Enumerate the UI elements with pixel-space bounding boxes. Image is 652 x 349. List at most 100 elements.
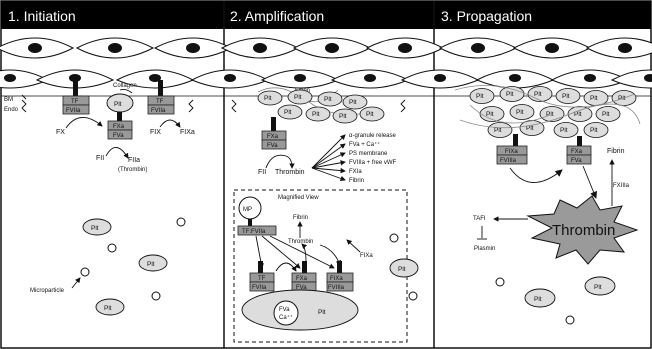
effect-label: FVa + Ca⁺⁺ — [349, 141, 380, 148]
fibrin-strand — [469, 104, 551, 124]
plt-label-free: Plt — [91, 225, 99, 232]
p3-plt-free-2: Plt — [594, 284, 602, 291]
platelet — [342, 94, 368, 110]
thrombin-burst — [526, 195, 639, 265]
nucleus — [28, 43, 42, 53]
mv-fva-label: FVa — [296, 285, 307, 291]
platelet-label: Plt — [602, 111, 610, 118]
platelet-label: Plt — [590, 127, 598, 134]
panel-initiation: BM Endo TF FVIIa Plt Collagen FXa FVa TF… — [4, 80, 195, 316]
platelet-label: Plt — [312, 111, 320, 118]
nucleus — [434, 74, 446, 82]
nucleus — [4, 74, 16, 82]
nucleus — [471, 43, 485, 53]
platelet-label: Plt — [349, 99, 357, 106]
mv-ca-label: Ca⁺⁺ — [279, 314, 293, 321]
bm-label: BM — [4, 97, 13, 103]
collagen-label: Collagen — [113, 83, 137, 89]
p3-fxa-label: FXa — [571, 149, 583, 155]
platelet — [555, 88, 581, 104]
plasmin-label: Plasmin — [474, 246, 495, 252]
fx-label: FX — [56, 129, 65, 136]
nucleus — [186, 43, 200, 53]
platelet — [499, 86, 525, 102]
mv-fva-ca-label: FVa — [279, 307, 290, 313]
effect-label: PS membrane — [349, 151, 388, 157]
platelet — [469, 88, 495, 104]
endothelial-cell — [610, 69, 652, 89]
p3-plt-free: Plt — [534, 296, 542, 303]
plt-label-free-3: Plt — [104, 305, 112, 312]
effect-arrow — [311, 160, 346, 169]
platelet — [509, 104, 535, 120]
tf-fviia-label: TF:FVIIa — [242, 229, 266, 235]
p3-fibrin-label: Fibrin — [607, 148, 625, 155]
microparticle-label: Microparticle — [30, 288, 65, 294]
platelet — [539, 106, 565, 122]
effect-arrow — [311, 143, 346, 169]
platelet-label: Plt — [534, 91, 542, 98]
nucleus — [584, 74, 596, 82]
p2-thrombin-label: Thrombin — [275, 169, 305, 176]
fibrin-strand — [459, 103, 641, 129]
platelet — [583, 122, 609, 138]
fii-label: FII — [96, 155, 104, 162]
magnified-platelet — [241, 289, 359, 331]
mv-fviia-label: FVIIa — [252, 285, 267, 291]
header-bar — [1, 1, 651, 29]
thrombin-paren-label: (Thrombin) — [118, 167, 147, 173]
effect-label: FXIa — [349, 169, 362, 175]
mv-fxa-label: FXa — [296, 276, 308, 282]
platelet-label: Plt — [264, 95, 272, 102]
tf-label-2: TF — [156, 99, 164, 105]
plt-label: Plt — [114, 101, 122, 108]
effect-arrow — [311, 152, 346, 169]
tafi-label: TAFI — [473, 216, 486, 222]
fva-label: FVa — [113, 133, 124, 139]
nucleus — [253, 43, 267, 53]
effect-arrow — [311, 134, 346, 169]
fibrin-strand — [454, 85, 636, 108]
platelet-label: Plt — [560, 127, 568, 134]
platelet — [487, 122, 513, 138]
panel-title-initiation: 1. Initiation — [8, 8, 76, 24]
effect-label: Fibrin — [349, 178, 364, 184]
p3-fva-label: FVa — [571, 158, 582, 164]
effect-label: FVIIIa + free vWF — [349, 160, 397, 166]
effect-arrow — [311, 167, 346, 181]
p2-plt-free: Plt — [398, 266, 406, 273]
platelet-label: Plt — [284, 109, 292, 116]
platelet-label: Plt — [574, 111, 582, 118]
nucleus — [294, 74, 306, 82]
nucleus — [108, 43, 122, 53]
plt-label-free-2: Plt — [147, 261, 155, 268]
panel-title-propagation: 3. Propagation — [441, 8, 532, 24]
mv-thrombin-label: Thrombin — [288, 239, 313, 245]
platelet-label: Plt — [526, 125, 534, 132]
platelet — [332, 108, 358, 124]
mv-fixa-label: FIXa — [360, 253, 373, 259]
platelet — [277, 104, 303, 120]
effect-arrow — [311, 167, 346, 174]
mv-fibrin-label: Fibrin — [293, 215, 308, 221]
p3-fxiiia-label: FXIIIa — [613, 183, 630, 189]
effect-label: α-granule release — [349, 133, 396, 139]
p3-fixa-label: FIXa — [505, 149, 518, 155]
thrombin-burst-label: Thrombin — [552, 222, 615, 239]
platelet-label: Plt — [494, 127, 502, 134]
fix-label: FIX — [150, 129, 161, 136]
mv-plt-label: Plt — [318, 309, 326, 316]
platelet — [305, 106, 331, 122]
nucleus — [325, 43, 339, 53]
nucleus — [545, 43, 559, 53]
platelet-label: Plt — [486, 111, 494, 118]
platelet-label: Plt — [366, 111, 374, 118]
nucleus — [398, 43, 412, 53]
fxa-label: FXa — [113, 124, 125, 130]
fixa-label: FIXa — [180, 129, 195, 136]
fviia-label: FVIIa — [66, 108, 81, 114]
platelet — [359, 106, 385, 122]
